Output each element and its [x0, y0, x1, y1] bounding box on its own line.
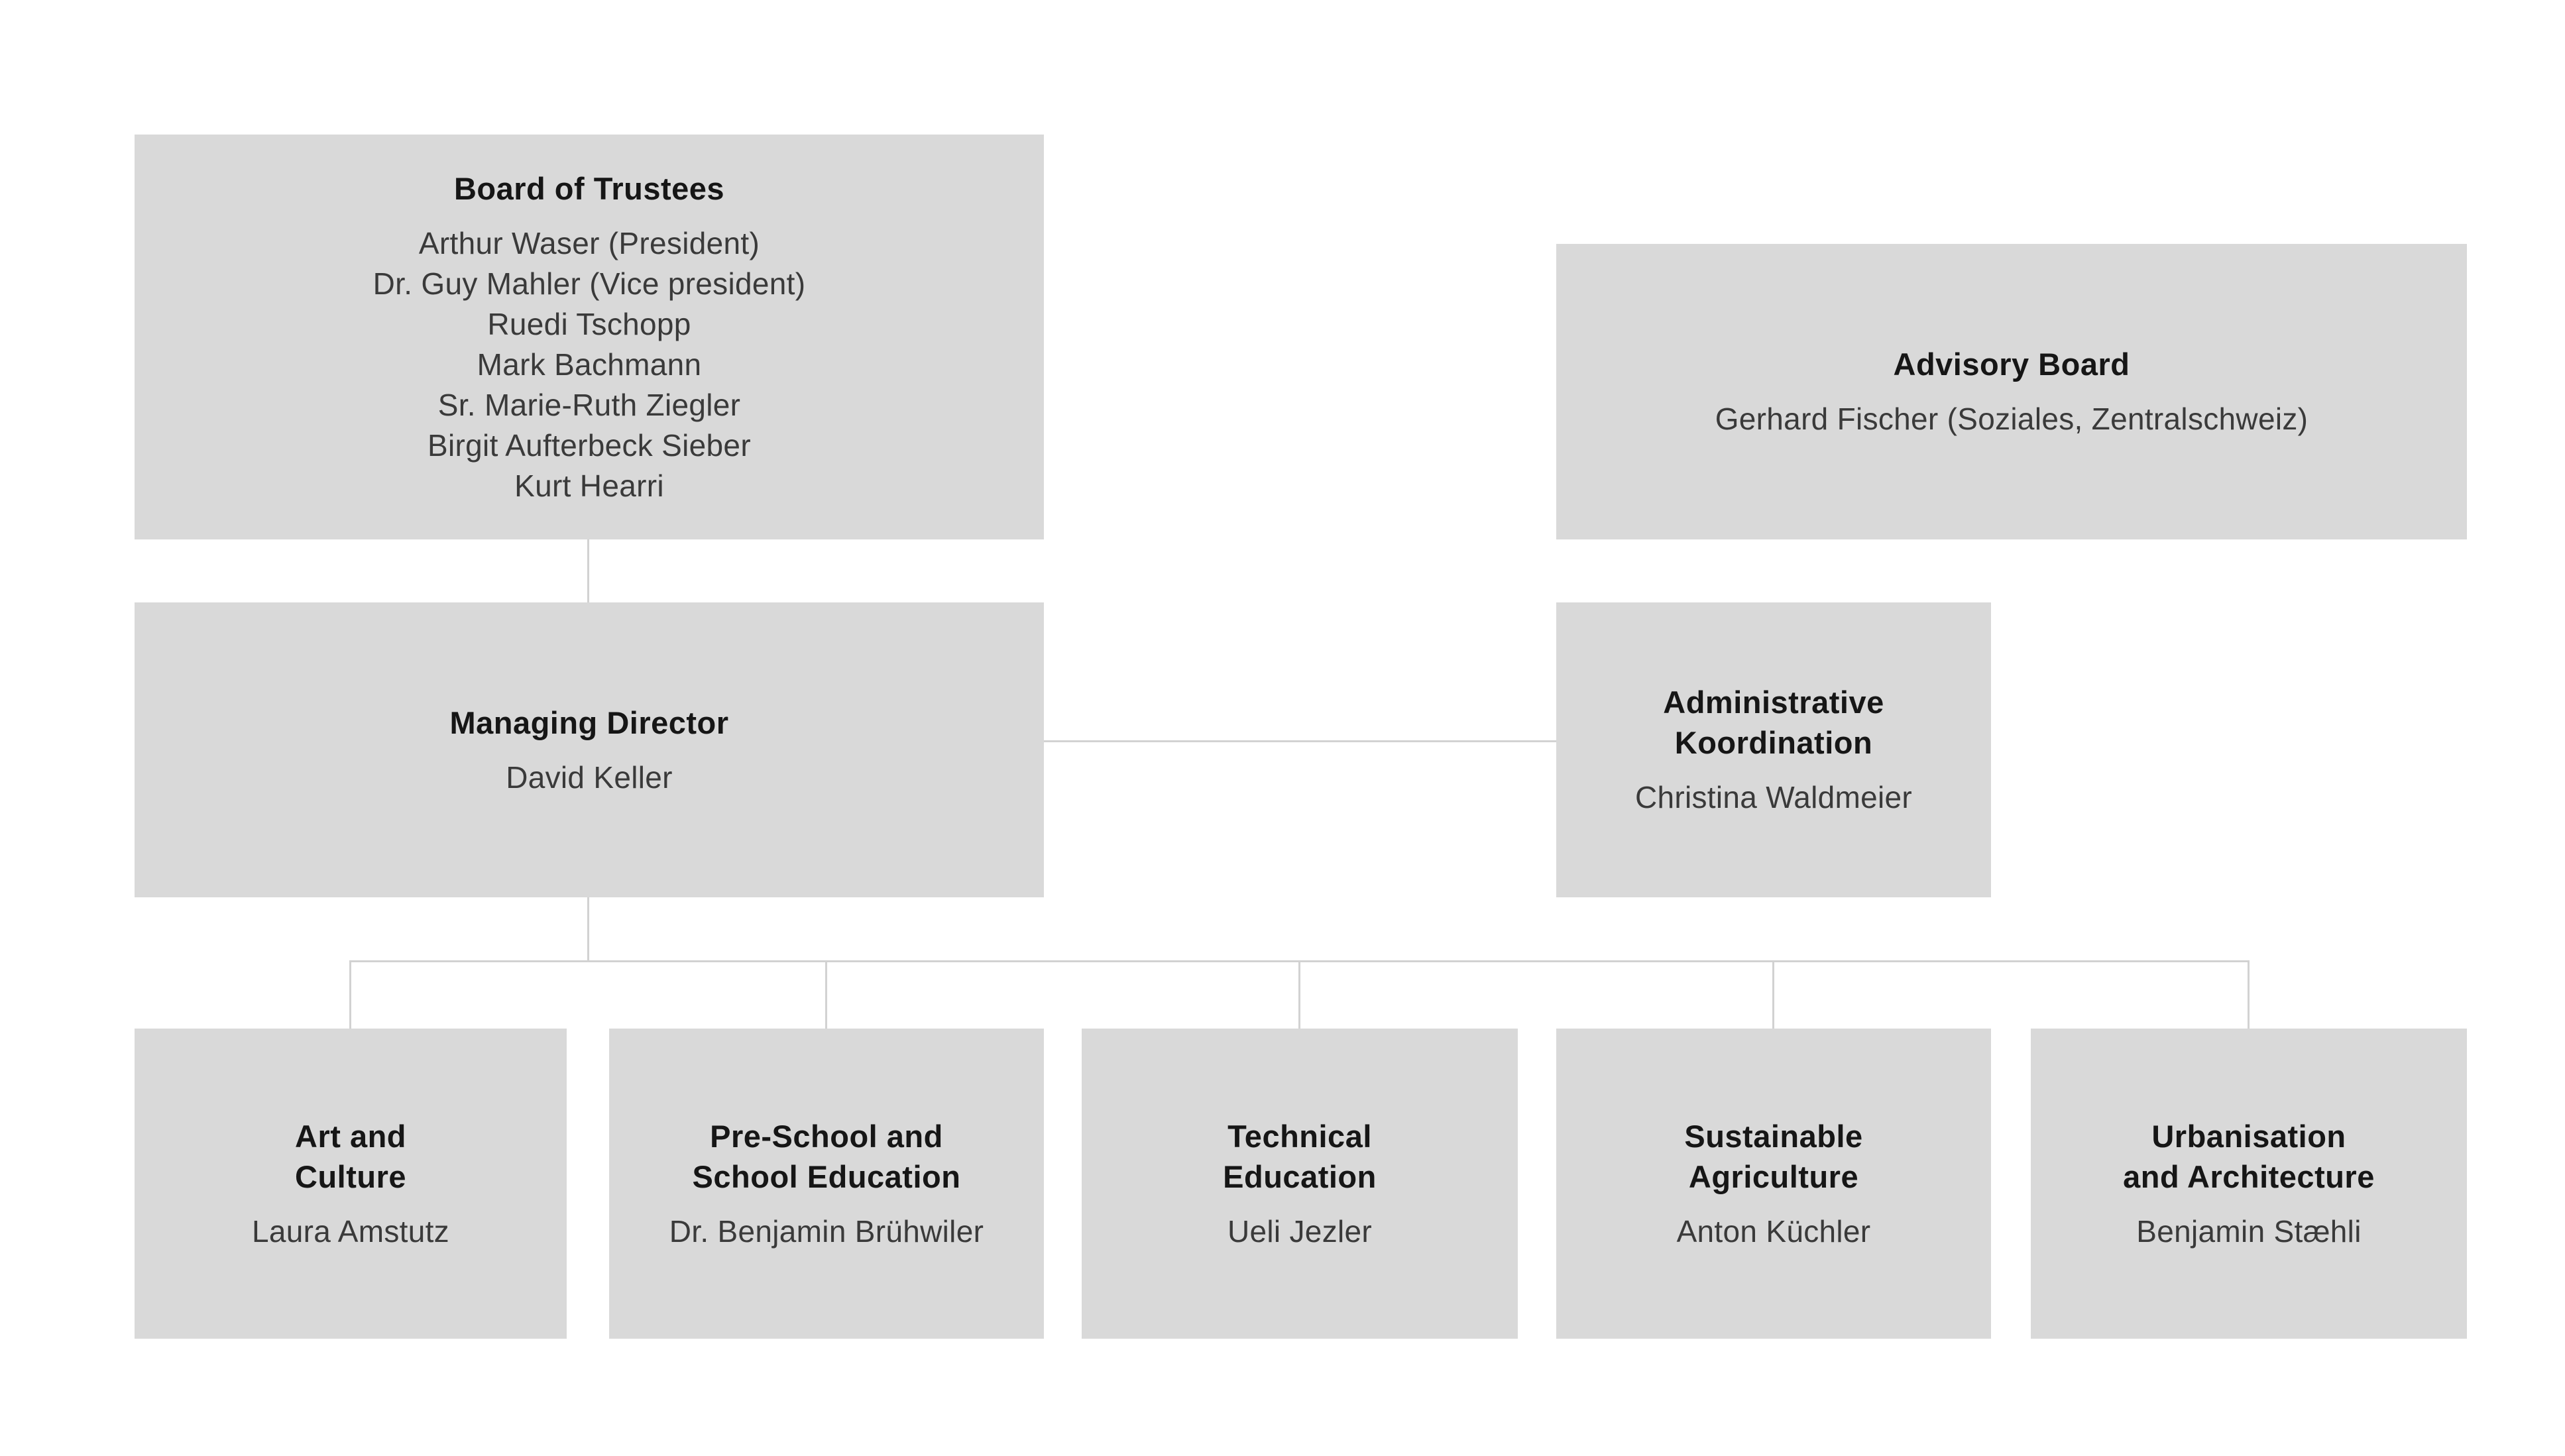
node-advisory-board: Advisory Board Gerhard Fischer (Soziales…	[1556, 244, 2467, 539]
node-managing-director: Managing Director David Keller	[135, 602, 1044, 897]
connector-board-to-managing-director	[587, 539, 589, 602]
node-title: Art and Culture	[295, 1116, 406, 1197]
node-title: Managing Director	[449, 704, 729, 740]
connector-drop-technical-education	[1298, 961, 1300, 1029]
node-technical-education: Technical Education Ueli Jezler	[1082, 1029, 1518, 1339]
node-title-line: Administrative	[1663, 685, 1884, 720]
node-title-line: Pre-School and	[710, 1118, 943, 1154]
node-title-line: Culture	[295, 1158, 406, 1194]
member-name: Dr. Guy Mahler (Vice president)	[372, 266, 806, 301]
member-name: Sr. Marie-Ruth Ziegler	[437, 387, 741, 422]
node-pre-school-and-school-education: Pre-School and School Education Dr. Benj…	[609, 1029, 1044, 1339]
connector-managing-director-to-admin-koordination	[1044, 740, 1556, 742]
member-name: Laura Amstutz	[252, 1213, 449, 1249]
member-name: Arthur Waser (President)	[418, 225, 760, 260]
member-name: Ueli Jezler	[1227, 1213, 1373, 1249]
node-sustainable-agriculture: Sustainable Agriculture Anton Küchler	[1556, 1029, 1991, 1339]
node-title: Administrative Koordination	[1663, 682, 1884, 763]
node-art-and-culture: Art and Culture Laura Amstutz	[135, 1029, 567, 1339]
node-title: Sustainable Agriculture	[1684, 1116, 1862, 1197]
node-title-line: Education	[1223, 1158, 1377, 1194]
node-title-line: Art and	[295, 1118, 406, 1154]
node-title: Board of Trustees	[453, 170, 725, 206]
member-name: Dr. Benjamin Brühwiler	[669, 1213, 984, 1249]
member-name: Benjamin Stæhli	[2136, 1213, 2362, 1249]
member-name: Anton Küchler	[1676, 1213, 1871, 1249]
node-administrative-koordination: Administrative Koordination Christina Wa…	[1556, 602, 1991, 897]
connector-drop-pre-school-education	[825, 961, 827, 1029]
node-title: Pre-School and School Education	[693, 1116, 961, 1197]
member-name: Kurt Hearri	[514, 468, 664, 503]
member-name: Gerhard Fischer (Soziales, Zentralschwei…	[1715, 402, 2308, 436]
node-urbanisation-and-architecture: Urbanisation and Architecture Benjamin S…	[2031, 1029, 2467, 1339]
node-title-line: and Architecture	[2123, 1158, 2375, 1194]
connector-drop-art-and-culture	[349, 961, 351, 1029]
member-name: David Keller	[506, 759, 673, 795]
node-title: Technical Education	[1223, 1116, 1377, 1197]
connector-managing-director-to-rail	[587, 897, 589, 961]
node-title-line: Agriculture	[1688, 1158, 1859, 1194]
member-name: Christina Waldmeier	[1634, 780, 1913, 814]
member-name: Birgit Aufterbeck Sieber	[428, 427, 751, 463]
node-title-line: Sustainable	[1684, 1118, 1863, 1154]
node-title: Urbanisation and Architecture	[2123, 1116, 2375, 1197]
node-title-line: Technical	[1227, 1118, 1372, 1154]
connector-drop-sustainable-agriculture	[1772, 961, 1774, 1029]
member-name: Ruedi Tschopp	[487, 306, 691, 341]
node-board-of-trustees: Board of Trustees Arthur Waser (Presiden…	[135, 135, 1044, 539]
node-title-line: Urbanisation	[2151, 1118, 2346, 1154]
node-title: Advisory Board	[1893, 347, 2130, 382]
connector-drop-urbanisation-architecture	[2248, 961, 2250, 1029]
node-title-line: Koordination	[1674, 725, 1873, 760]
node-title-line: School Education	[692, 1158, 961, 1194]
member-name: Mark Bachmann	[477, 347, 702, 382]
